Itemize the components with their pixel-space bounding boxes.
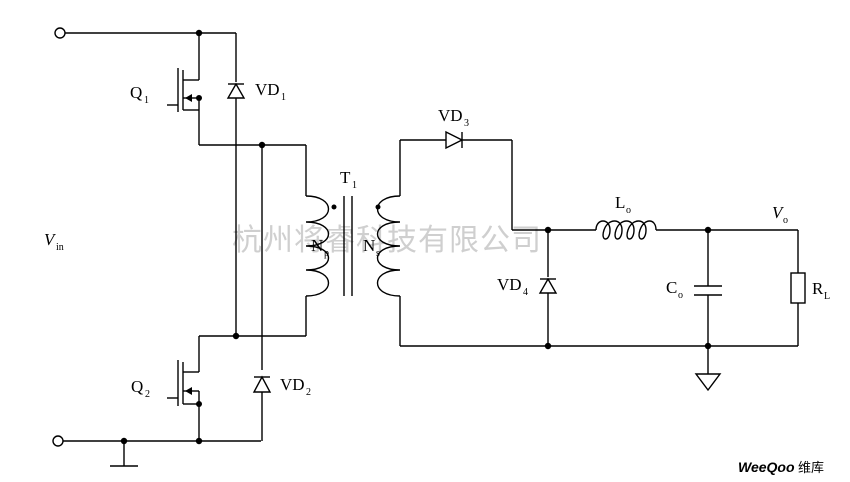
svg-text:2: 2 <box>306 387 311 398</box>
diode-vd2 <box>252 375 272 441</box>
label-ns: N s <box>363 236 380 259</box>
transformer-secondary-winding <box>376 195 401 297</box>
label-vd1: VD 1 <box>255 80 286 103</box>
resistor-rl <box>790 230 806 346</box>
label-vd2: VD 2 <box>280 375 311 398</box>
svg-text:3: 3 <box>464 118 469 129</box>
brand-watermark: WeeQoo 维库 <box>738 459 824 475</box>
switch-node-wire <box>512 226 596 277</box>
svg-text:Q: Q <box>130 83 142 102</box>
capacitor-co <box>694 230 722 346</box>
primary-top-wire <box>199 141 307 370</box>
label-vd3: VD 3 <box>438 106 469 129</box>
svg-text:维库: 维库 <box>798 460 824 475</box>
label-co: C o <box>666 278 683 301</box>
input-top-terminal <box>54 27 236 39</box>
svg-text:o: o <box>783 215 788 226</box>
svg-text:VD: VD <box>255 80 280 99</box>
label-np: N p <box>311 236 329 259</box>
diode-vd4 <box>538 277 558 346</box>
ground-symbol-input <box>110 441 138 467</box>
svg-text:2: 2 <box>145 389 150 400</box>
svg-text:p: p <box>324 248 329 259</box>
transformer-primary-winding <box>305 195 330 297</box>
label-q2: Q 2 <box>131 377 150 400</box>
diode-vd1 <box>226 33 246 340</box>
mosfet-q1 <box>167 33 202 145</box>
svg-text:4: 4 <box>523 287 528 298</box>
transformer-core <box>343 196 353 296</box>
svg-text:L: L <box>824 291 830 302</box>
svg-text:1: 1 <box>144 95 149 106</box>
secondary-return-wire <box>399 296 798 350</box>
input-bottom-terminal <box>52 435 261 447</box>
secondary-top-wire <box>399 139 446 196</box>
svg-text:VD: VD <box>497 275 522 294</box>
label-rl: R L <box>812 279 830 302</box>
svg-text:N: N <box>363 236 375 255</box>
svg-text:VD: VD <box>280 375 305 394</box>
label-t1: T 1 <box>340 168 357 191</box>
svg-text:VD: VD <box>438 106 463 125</box>
svg-text:L: L <box>615 193 625 212</box>
diode-vd3 <box>445 130 513 230</box>
svg-text:in: in <box>56 242 64 253</box>
svg-text:V: V <box>772 203 785 222</box>
svg-text:R: R <box>812 279 824 298</box>
label-vin: V in <box>44 230 64 253</box>
svg-text:C: C <box>666 278 677 297</box>
svg-text:1: 1 <box>281 92 286 103</box>
svg-text:s: s <box>376 248 380 259</box>
svg-text:T: T <box>340 168 351 187</box>
ground-symbol-output <box>694 346 722 392</box>
dot-secondary <box>375 204 381 210</box>
watermark-text: 杭州将睿科技有限公司 <box>232 223 542 258</box>
svg-text:N: N <box>311 236 323 255</box>
label-vo: V o <box>772 203 788 226</box>
svg-text:Q: Q <box>131 377 143 396</box>
inductor-lo <box>595 220 798 240</box>
label-lo: L o <box>615 193 631 216</box>
svg-text:V: V <box>44 230 57 249</box>
label-q1: Q 1 <box>130 83 149 106</box>
mosfet-q2 <box>167 335 306 441</box>
svg-text:o: o <box>626 205 631 216</box>
dot-primary <box>331 204 337 210</box>
svg-text:WeeQoo: WeeQoo <box>738 459 795 475</box>
svg-text:o: o <box>678 290 683 301</box>
label-vd4: VD 4 <box>497 275 528 298</box>
svg-text:1: 1 <box>352 180 357 191</box>
